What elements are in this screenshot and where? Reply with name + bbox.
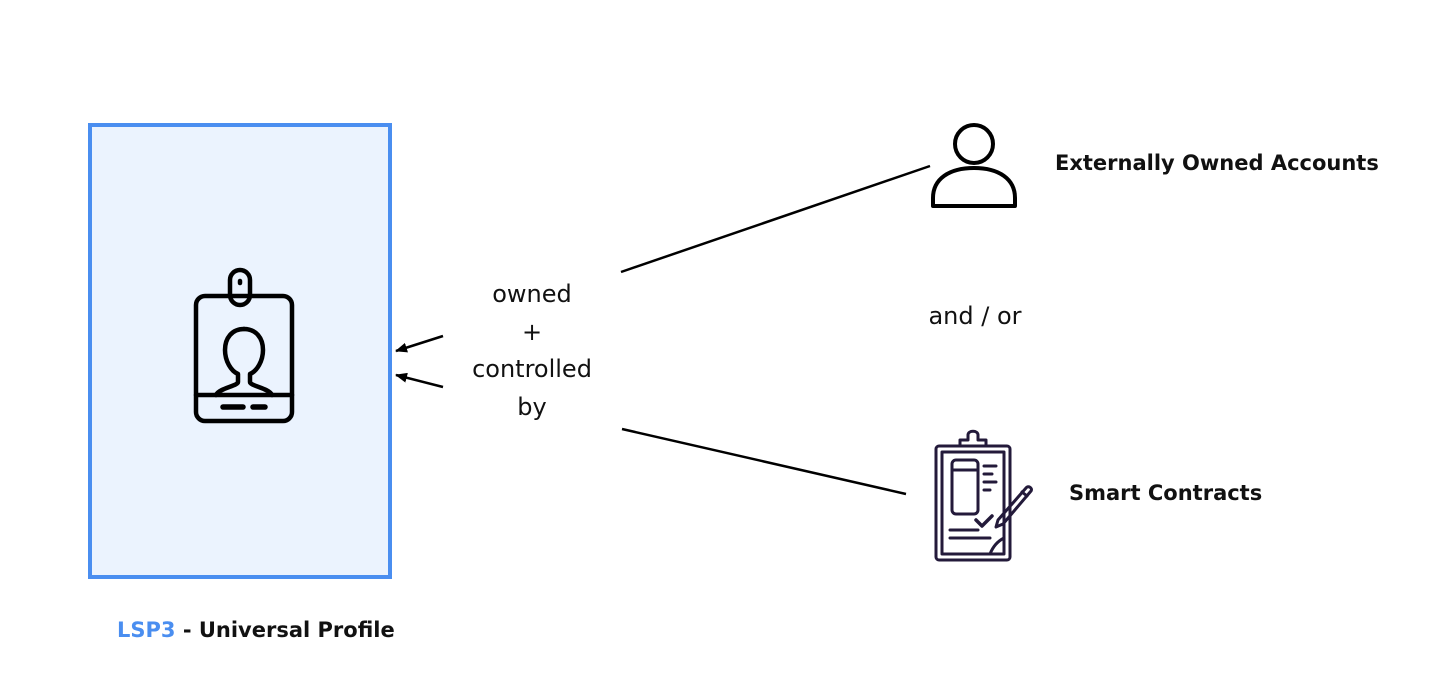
conjunction-label: and / or [928,302,1022,330]
smart-contracts-label: Smart Contracts [1069,481,1263,505]
clipboard-contract-icon [934,429,1033,562]
profile-name: Universal Profile [198,618,395,642]
externally-owned-accounts-label: Externally Owned Accounts [1055,151,1379,175]
line-to-contracts [621,427,907,496]
universal-profile-box [88,123,392,579]
relationship-line-plus: + [521,317,543,346]
profile-caption: LSP3 - Universal Profile [117,618,395,642]
standard-name: LSP3 [117,618,176,642]
relationship-line-owned: owned [492,280,572,308]
relationship-label: owned + controlled by [452,276,612,426]
relationship-line-controlled: controlled [472,355,592,383]
id-badge-icon [193,267,295,424]
caption-separator: - [175,618,199,642]
relationship-line-by: by [517,392,547,421]
arrow-upper [395,334,444,353]
arrow-lower [395,372,444,389]
line-to-eoa [620,164,931,274]
user-icon [931,123,1017,208]
